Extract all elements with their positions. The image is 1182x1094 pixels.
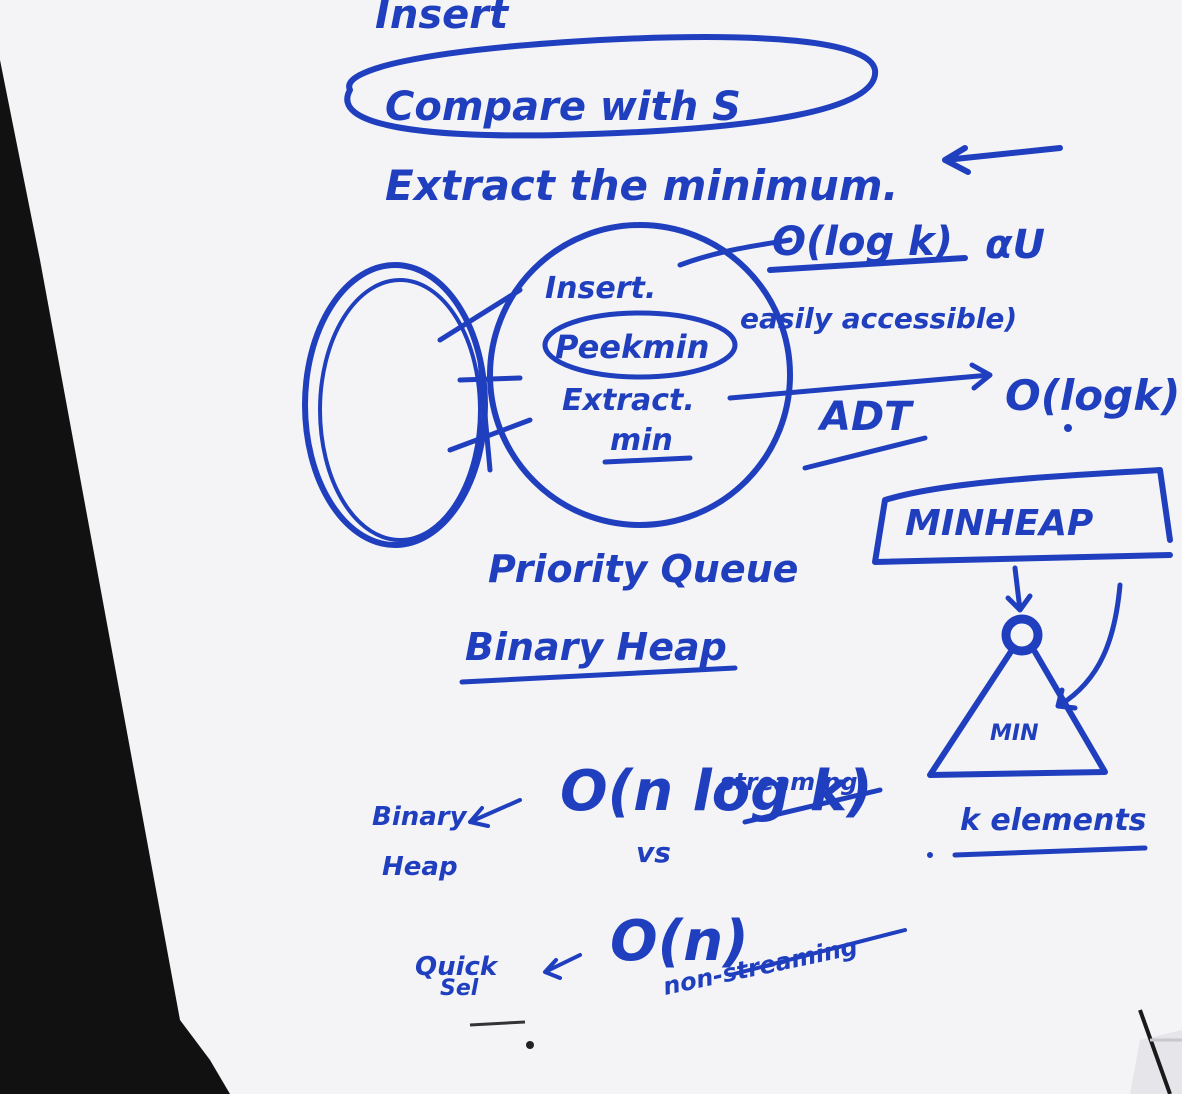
note-k-elements: k elements xyxy=(960,803,1147,838)
stray-dot xyxy=(526,1041,534,1049)
note-adt: ADT xyxy=(817,394,914,440)
arrow-left-small-2 xyxy=(543,953,582,980)
peekmin-oval xyxy=(542,310,738,380)
note-streaming: streaming xyxy=(720,768,858,796)
connector-4 xyxy=(477,357,493,473)
underline-adt xyxy=(802,435,928,471)
compare-oval xyxy=(344,34,879,139)
dot xyxy=(1064,424,1072,432)
note-binary-heap: Binary Heap xyxy=(465,625,727,669)
note-priority-queue: Priority Queue xyxy=(488,547,798,591)
minheap-box xyxy=(872,467,1173,565)
note-vs: vs xyxy=(636,836,671,869)
note-insert: Insert xyxy=(375,0,510,38)
note-easily-accessible: easily accessible) xyxy=(740,302,1017,335)
stray-mark xyxy=(469,1020,526,1027)
underline-k-elements xyxy=(952,845,1148,858)
note-binary-heap-side-1: Binary xyxy=(372,802,468,832)
underline-binary-heap xyxy=(459,665,738,685)
note-compare: Compare with S xyxy=(385,84,741,130)
note-minheap: MINHEAP xyxy=(905,503,1093,544)
connector-1 xyxy=(437,287,523,343)
note-o-n: O(n) xyxy=(610,909,749,974)
note-alpha-u: αU xyxy=(985,222,1045,268)
arrow-right-icon xyxy=(727,362,993,401)
note-quick-select-2: Sel xyxy=(440,976,479,1001)
curved-arrow-icon xyxy=(1055,582,1123,711)
note-extract-min-2: min xyxy=(610,423,673,458)
note-olog-k-top: O(log k) xyxy=(772,219,953,265)
dot-2 xyxy=(927,852,933,858)
note-extract-minimum: Extract the minimum. xyxy=(385,161,898,210)
connector-3 xyxy=(447,417,533,453)
note-heap-min: MIN xyxy=(990,721,1039,746)
arrow-down-icon xyxy=(1005,565,1033,613)
note-quick-select-1: Quick xyxy=(415,952,499,982)
left-oval-inner xyxy=(318,278,482,542)
arrow-left-icon xyxy=(942,145,1063,175)
heap-root-node xyxy=(1001,614,1043,656)
underline-non-streaming xyxy=(728,928,907,977)
note-insert-short: Insert. xyxy=(545,271,656,306)
underline-streaming xyxy=(742,787,883,825)
sheet-edge-1 xyxy=(1138,1009,1172,1094)
note-binary-heap-side-2: Heap xyxy=(382,852,458,882)
note-o-nlogk: O(n log k) xyxy=(560,759,873,824)
note-extract-min-1: Extract. xyxy=(562,383,695,418)
right-circle xyxy=(487,222,793,528)
note-peek-min: Peekmin xyxy=(555,328,709,366)
line-insert-to-olog xyxy=(677,237,793,268)
underline-olog-k xyxy=(767,255,968,273)
note-olog-k-right: O(logk) xyxy=(1005,371,1180,420)
heap-triangle xyxy=(927,647,1108,778)
underline-min xyxy=(602,455,693,465)
arrow-left-small-1 xyxy=(468,798,522,828)
connector-2 xyxy=(457,375,523,383)
